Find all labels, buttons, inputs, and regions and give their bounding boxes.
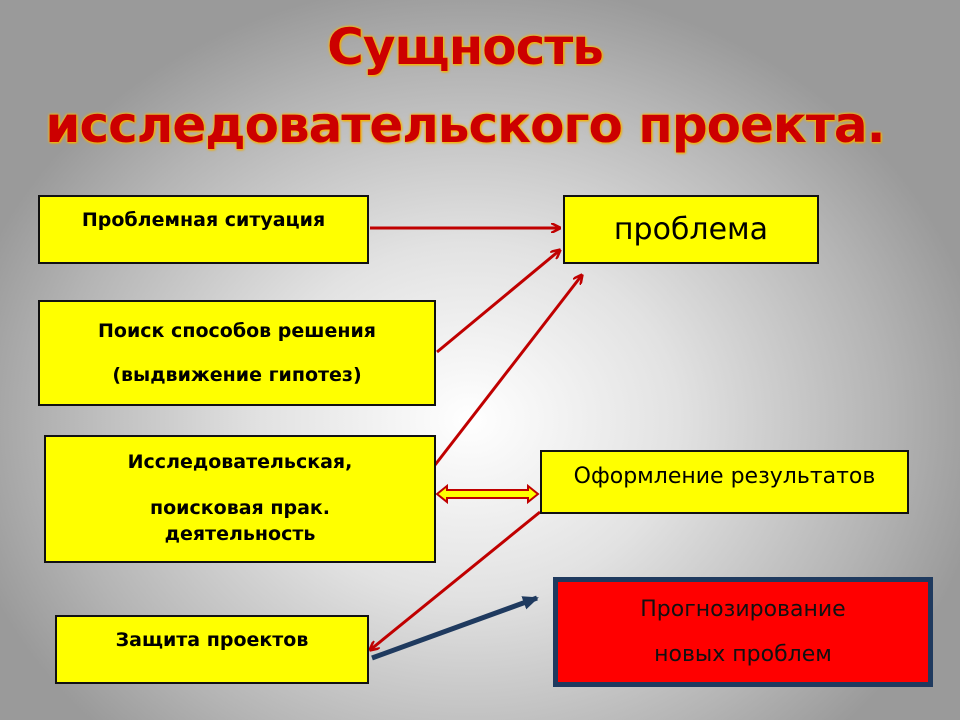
box-text: Поиск способов решения bbox=[98, 320, 376, 342]
box-results: Оформление результатов bbox=[540, 450, 909, 514]
slide-title-line2: исследовательского проекта. bbox=[45, 96, 885, 154]
box-project-defense: Защита проектов bbox=[55, 615, 369, 684]
box-search-solutions: Поиск способов решения (выдвижение гипот… bbox=[38, 300, 436, 406]
box-text: Оформление результатов bbox=[573, 464, 876, 489]
box-text: Прогнозирование bbox=[640, 597, 846, 622]
box-problem: проблема bbox=[563, 195, 819, 264]
box-text: новых проблем bbox=[654, 642, 832, 667]
arrow-activity-to-problem bbox=[433, 275, 582, 466]
double-arrow-activity-results bbox=[435, 483, 540, 505]
box-text: поисковая прак. bbox=[149, 497, 331, 519]
box-research-activity: Исследовательская, поисковая прак. деяте… bbox=[44, 435, 436, 563]
box-forecast: Прогнозирование новых проблем bbox=[553, 577, 933, 687]
box-problem-situation: Проблемная ситуация bbox=[38, 195, 369, 264]
box-text: деятельность bbox=[164, 523, 316, 545]
box-text: Исследовательская, bbox=[127, 451, 353, 473]
arrow-results-to-defense bbox=[370, 510, 541, 650]
box-text: Проблемная ситуация bbox=[81, 209, 326, 231]
box-text: (выдвижение гипотез) bbox=[112, 364, 362, 386]
arrow-search-to-problem bbox=[436, 250, 560, 354]
arrow-defense-to-forecast bbox=[371, 595, 539, 661]
box-text: Защита проектов bbox=[115, 629, 309, 651]
box-text: проблема bbox=[613, 212, 769, 247]
slide-title-line1: Сущность bbox=[327, 18, 604, 76]
